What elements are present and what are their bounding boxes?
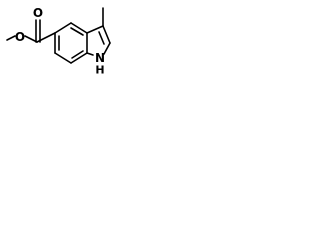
nitrogen-hydrogen-label: H (95, 64, 104, 77)
pyrrole-double-bond-c3-c2 (98, 31, 105, 45)
benzene-double-bond-bottom (71, 50, 84, 59)
benzene-double-bond-top (70, 27, 84, 36)
benzene-bond-c5-c4 (54, 22, 72, 34)
pyrrole-bond-c3a-c3 (86, 25, 104, 34)
carbonyl-oxygen-label: O (33, 6, 43, 20)
methyl-o-bond (6, 35, 16, 41)
indole-ester-structure: O O N H (6, 6, 111, 77)
benzene-bond-c4-c3a (70, 22, 88, 34)
benzene-bond-c7-c6 (54, 52, 72, 64)
carbonyl-ring-bond (36, 32, 56, 43)
pyrrole-bond-c2-n1 (103, 42, 111, 55)
pyrrole-bond-c3-c2 (102, 25, 111, 44)
ester-oxygen-label: O (15, 30, 25, 44)
nitrogen-label: N (95, 51, 105, 65)
benzene-bond-c7a-c7 (70, 52, 88, 64)
ester-o-carbonyl-bond (24, 35, 38, 43)
pyrrole-bond-n1-c7a (86, 52, 94, 56)
